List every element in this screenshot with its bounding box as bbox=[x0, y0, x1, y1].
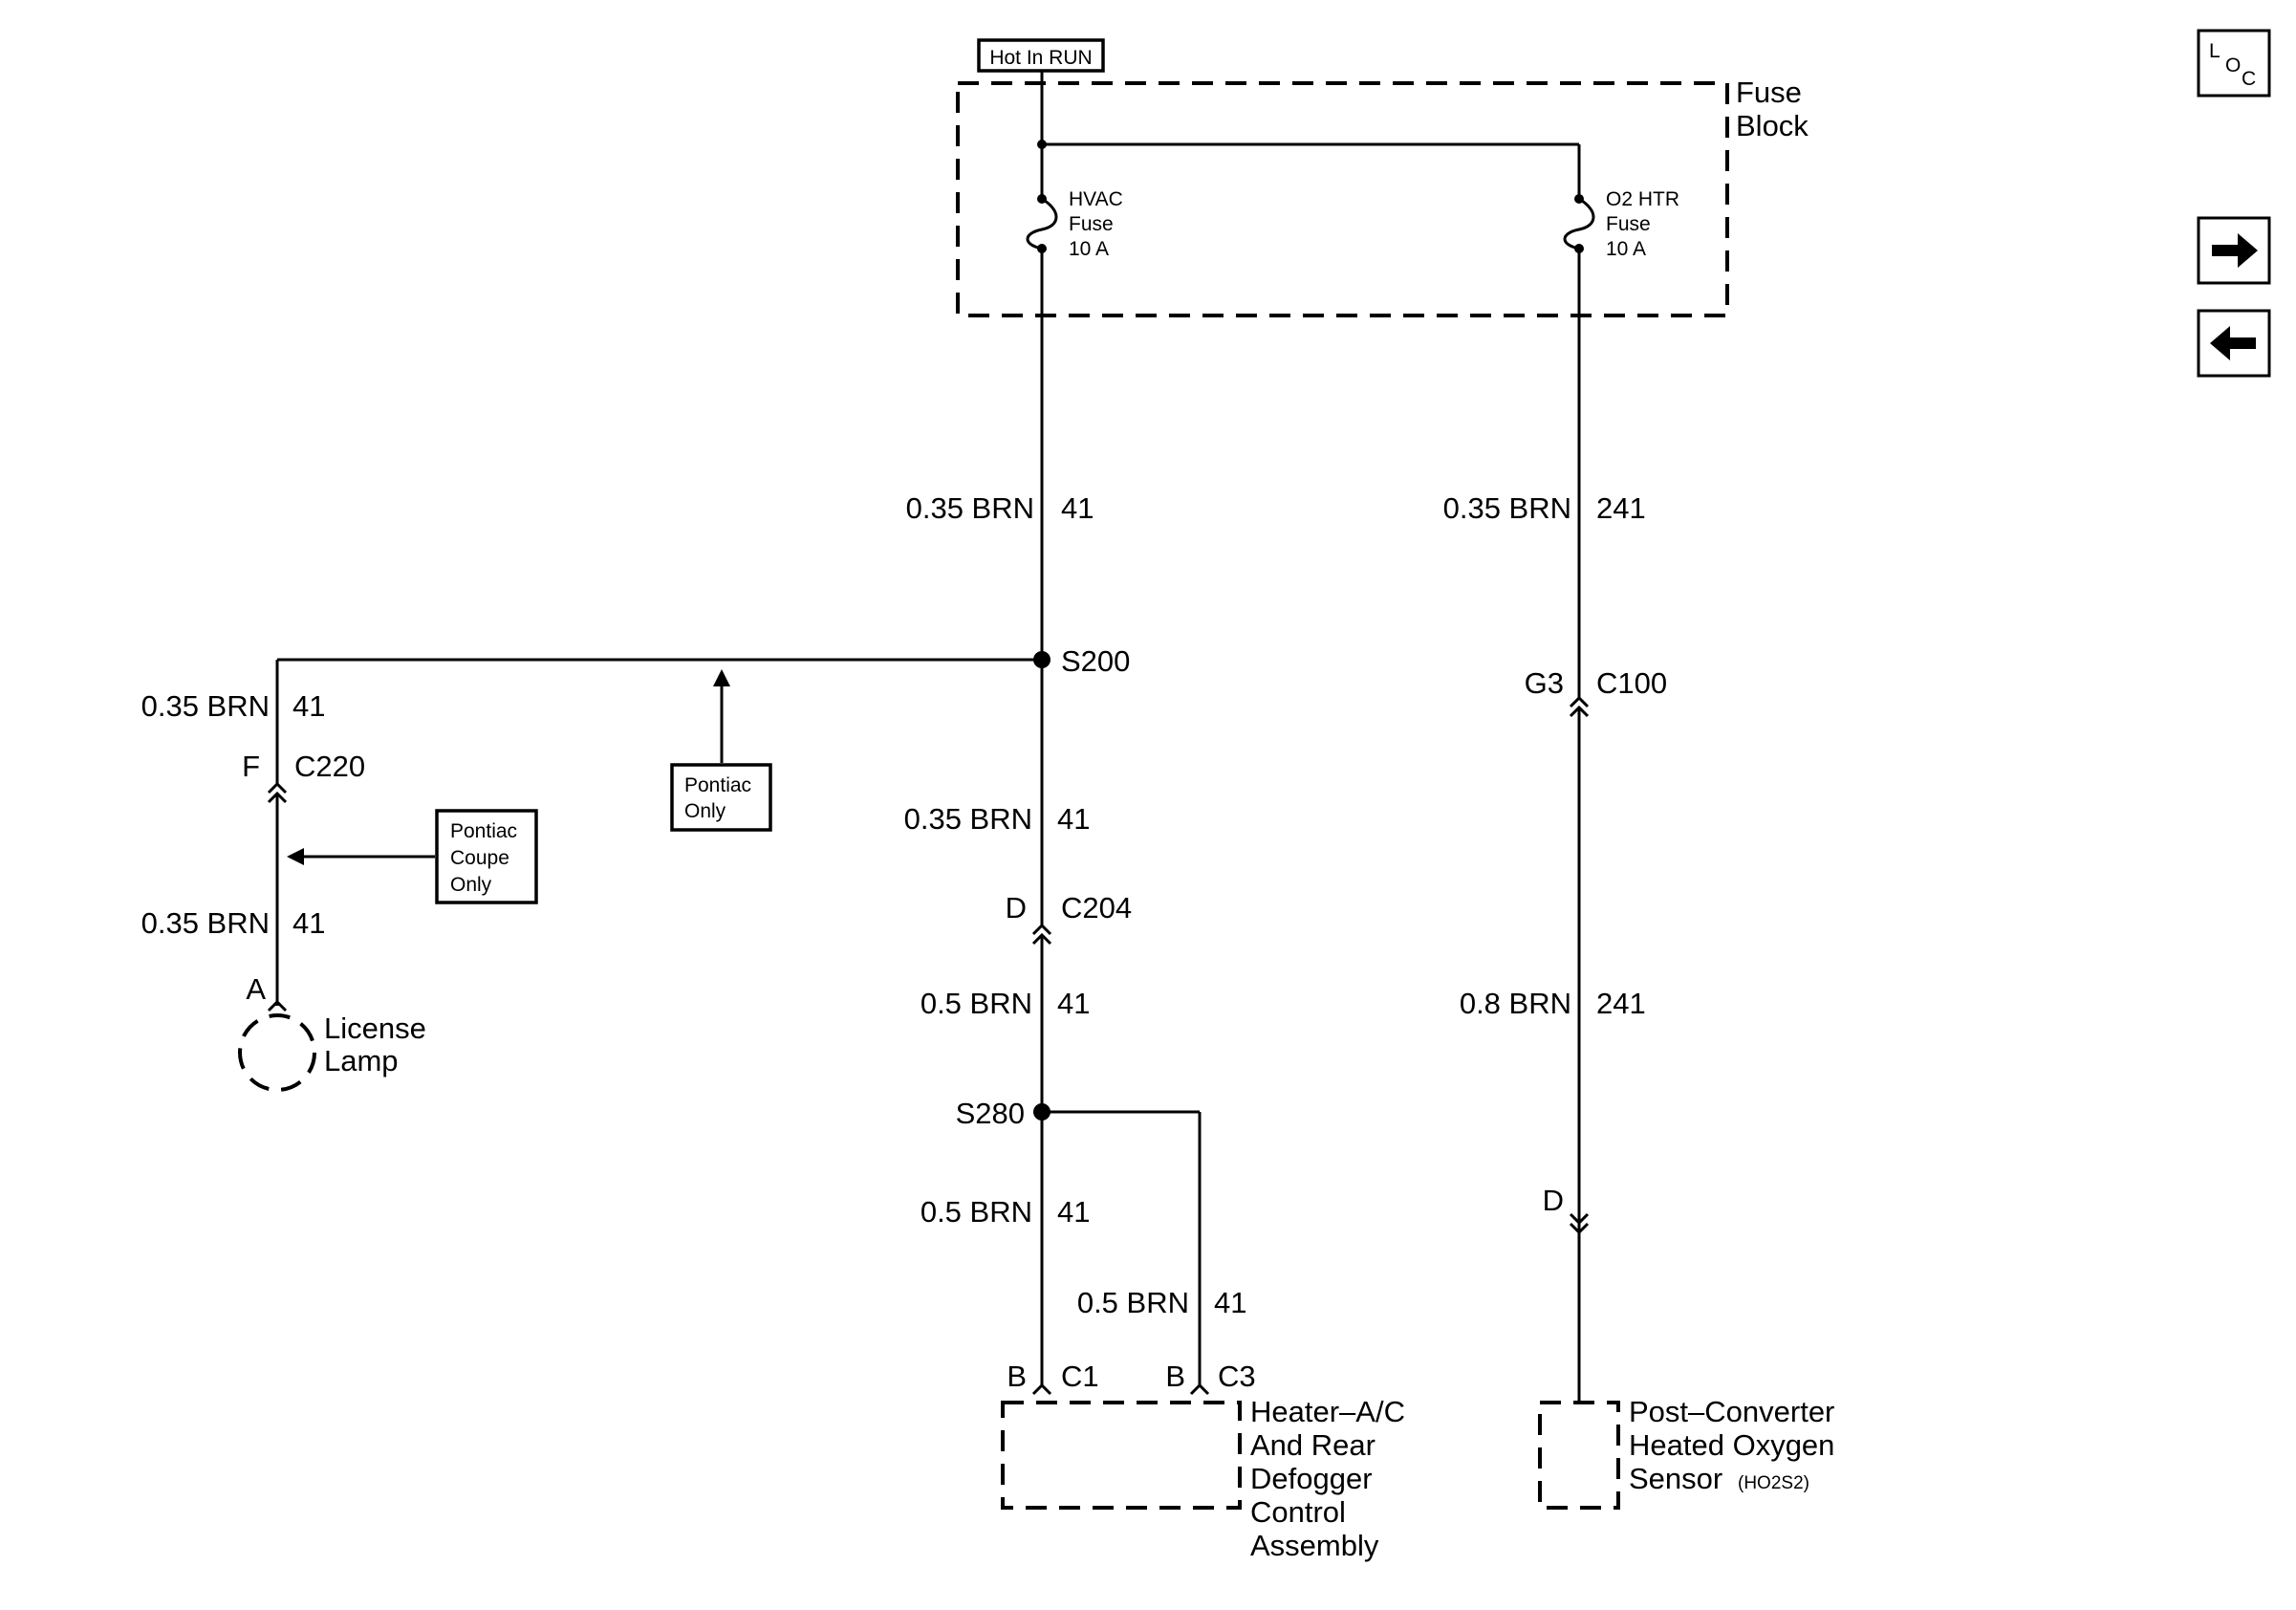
c3-terminal-symbol bbox=[1189, 1382, 1210, 1396]
wire-spec-w4: 0.35 BRN bbox=[141, 689, 270, 723]
hvac-module-label-3: Defogger bbox=[1250, 1462, 1373, 1495]
o2-sensor-label-2: Heated Oxygen bbox=[1629, 1428, 1834, 1462]
wire-circuit-w1: 41 bbox=[1061, 491, 1094, 525]
pontiac-coupe-only-box bbox=[435, 809, 538, 904]
c204-name-label: C204 bbox=[1061, 891, 1132, 925]
hvac-module-label-5: Assembly bbox=[1250, 1529, 1379, 1562]
location-button[interactable]: L O C bbox=[2197, 29, 2271, 98]
wire-circuit-w9: 41 bbox=[1214, 1286, 1246, 1319]
location-o-label: O bbox=[2225, 54, 2241, 76]
wire-spec-w2: 0.35 BRN bbox=[1443, 491, 1571, 525]
previous-page-button[interactable] bbox=[2197, 309, 2271, 378]
c220-pin-label: F bbox=[242, 750, 260, 783]
location-c-label: C bbox=[2242, 68, 2256, 90]
license-lamp-pin-label: A bbox=[246, 972, 266, 1006]
pontiac-note-arrow bbox=[713, 669, 730, 686]
hvac-fuse-label-2: Fuse bbox=[1069, 213, 1114, 235]
wire-spec-w6: 0.5 BRN bbox=[921, 987, 1032, 1020]
license-lamp-terminal-symbol bbox=[267, 999, 288, 1012]
pontiac-coupe-only-label-3: Only bbox=[450, 874, 492, 896]
sensor-connector-symbol bbox=[1569, 1212, 1590, 1235]
fuse-block-outline bbox=[956, 81, 1729, 317]
license-lamp-label-2: Lamp bbox=[324, 1044, 399, 1077]
hvac-fuse-label-1: HVAC bbox=[1069, 188, 1123, 210]
hvac-fuse-label-3: 10 A bbox=[1069, 238, 1109, 260]
license-lamp-label-1: License bbox=[324, 1012, 426, 1045]
hvac-module-label-1: Heater–A/C bbox=[1250, 1395, 1405, 1428]
hvac-module-label-2: And Rear bbox=[1250, 1428, 1375, 1462]
o2-sensor-label-1: Post–Converter bbox=[1629, 1395, 1834, 1428]
hvac-control-assembly-outline bbox=[1001, 1401, 1242, 1510]
o2-fuse-label-2: Fuse bbox=[1606, 213, 1651, 235]
pontiac-coupe-only-label-1: Pontiac bbox=[450, 820, 517, 842]
o2-sensor-abbr-label: (HO2S2) bbox=[1738, 1473, 1809, 1493]
wire-circuit-w7: 241 bbox=[1596, 987, 1646, 1020]
wire-circuit-w2: 241 bbox=[1596, 491, 1646, 525]
pontiac-only-label-2: Only bbox=[684, 800, 726, 822]
c220-name-label: C220 bbox=[294, 750, 365, 783]
wire-spec-w7: 0.8 BRN bbox=[1460, 987, 1571, 1020]
c100-name-label: C100 bbox=[1596, 666, 1667, 700]
wire-spec-w5: 0.35 BRN bbox=[141, 906, 270, 940]
c3-name-label: C3 bbox=[1218, 1360, 1256, 1393]
arrow-right-icon bbox=[2212, 233, 2258, 268]
o2-sensor-label-3: Sensor bbox=[1629, 1462, 1722, 1495]
c100-pin-label: G3 bbox=[1525, 666, 1564, 700]
c1-pin-label: B bbox=[1007, 1360, 1027, 1393]
wire-spec-w8: 0.5 BRN bbox=[921, 1195, 1032, 1229]
hot-in-run-label: Hot In RUN bbox=[989, 47, 1092, 69]
c1-terminal-symbol bbox=[1031, 1382, 1052, 1396]
wire-circuit-w4: 41 bbox=[292, 689, 325, 723]
wire-spec-w3: 0.35 BRN bbox=[904, 802, 1032, 836]
c3-pin-label: B bbox=[1165, 1360, 1185, 1393]
location-button-frame bbox=[2197, 29, 2271, 98]
coupe-note-arrow bbox=[287, 848, 304, 865]
next-page-button[interactable] bbox=[2197, 216, 2271, 285]
wire-spec-w9: 0.5 BRN bbox=[1077, 1286, 1189, 1319]
wire-circuit-w6: 41 bbox=[1057, 987, 1090, 1020]
splice-s200-label: S200 bbox=[1061, 644, 1130, 678]
pontiac-only-label-1: Pontiac bbox=[684, 774, 751, 796]
splice-s280-label: S280 bbox=[956, 1097, 1025, 1130]
location-l-label: L bbox=[2209, 40, 2220, 62]
bus-junction-dot bbox=[1037, 140, 1047, 149]
o2-sensor-outline bbox=[1538, 1401, 1620, 1510]
fuse-block-label-1: Fuse bbox=[1736, 76, 1802, 109]
o2-fuse-label-1: O2 HTR bbox=[1606, 188, 1679, 210]
pontiac-coupe-only-label-2: Coupe bbox=[450, 847, 509, 869]
license-lamp-symbol bbox=[238, 1013, 316, 1092]
o2-fuse-symbol bbox=[1563, 197, 1595, 250]
wire-circuit-w8: 41 bbox=[1057, 1195, 1090, 1229]
hvac-module-label-4: Control bbox=[1250, 1495, 1346, 1529]
o2-fuse-label-3: 10 A bbox=[1606, 238, 1646, 260]
hvac-fuse-symbol bbox=[1026, 197, 1058, 250]
arrow-left-icon bbox=[2210, 326, 2256, 360]
wire-circuit-w5: 41 bbox=[292, 906, 325, 940]
c1-name-label: C1 bbox=[1061, 1360, 1099, 1393]
fuse-block-label-2: Block bbox=[1736, 109, 1809, 142]
pontiac-only-box bbox=[670, 763, 772, 832]
sensor-pin-label: D bbox=[1543, 1184, 1564, 1217]
wire-circuit-w3: 41 bbox=[1057, 802, 1090, 836]
c204-pin-label: D bbox=[1006, 891, 1027, 925]
wire-spec-w1: 0.35 BRN bbox=[906, 491, 1034, 525]
